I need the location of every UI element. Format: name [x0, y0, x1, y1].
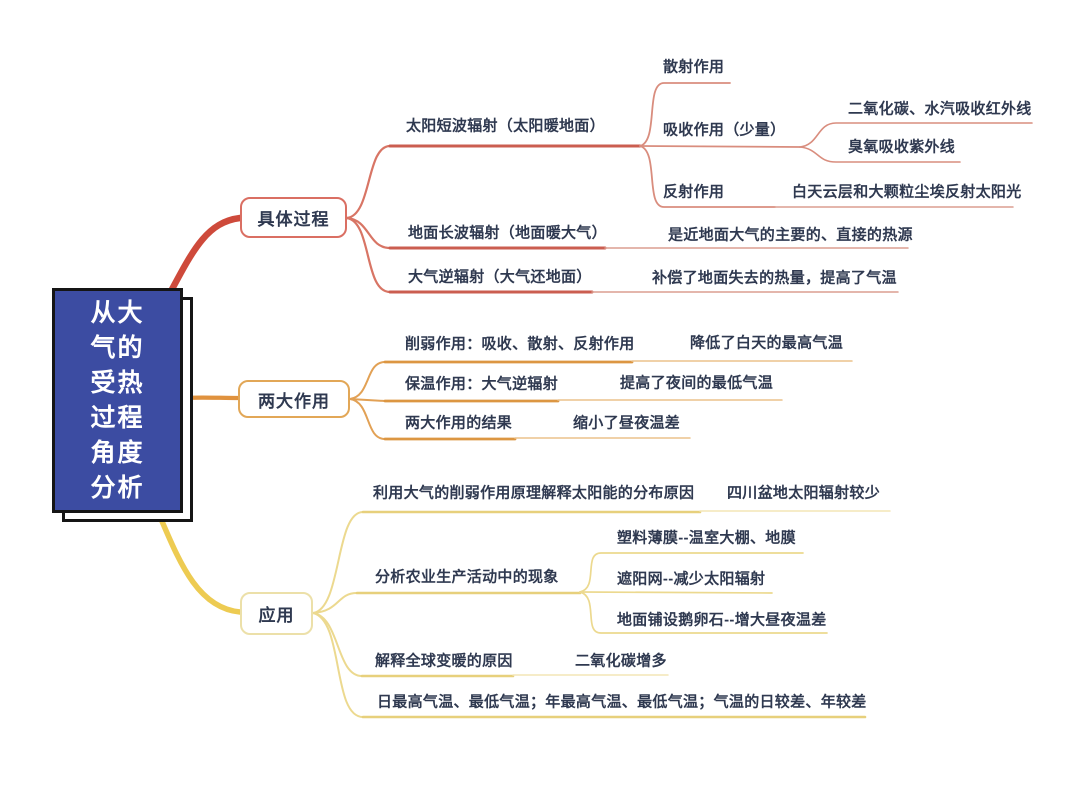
note-two-effects-result[interactable]: 缩小了昼夜温差 [573, 414, 681, 432]
topic-solar-energy-distribution[interactable]: 利用大气的削弱作用原理解释太阳能的分布原因 [373, 484, 695, 502]
connector-absorption-co2 [799, 122, 1033, 148]
topic-solar-shortwave-radiation[interactable]: 太阳短波辐射（太阳暖地面） [406, 117, 605, 135]
topic-insulation-effect[interactable]: 保温作用：大气逆辐射 [405, 375, 559, 393]
connector-effects-weakening [349, 361, 386, 400]
topic-absorption[interactable]: 吸收作用（少量） [663, 121, 786, 139]
note-co2-increase[interactable]: 二氧化碳增多 [575, 652, 667, 670]
connector-effects-insulation [349, 398, 386, 402]
branch-two-effects[interactable]: 两大作用 [238, 380, 350, 418]
note-insulation-effect[interactable]: 提高了夜间的最低气温 [620, 374, 774, 392]
branch-specific-process[interactable]: 具体过程 [240, 197, 347, 238]
connector-app-temperature [312, 612, 364, 718]
topic-global-warming[interactable]: 解释全球变暖的原因 [375, 652, 513, 670]
connector-app-solar-energy [312, 511, 364, 614]
connector-process-ground [345, 216, 392, 250]
topic-reflection[interactable]: 反射作用 [663, 183, 725, 201]
connector-agri-cobblestone [579, 591, 828, 634]
topic-agricultural-phenomena[interactable]: 分析农业生产活动中的现象 [375, 568, 559, 586]
note-sichuan-basin[interactable]: 四川盆地太阳辐射较少 [727, 484, 881, 502]
note-ground-heat-source[interactable]: 是近地面大气的主要的、直接的热源 [668, 226, 913, 244]
note-reflection-daytime-clouds[interactable]: 白天云层和大颗粒尘埃反射太阳光 [792, 183, 1022, 201]
connector-agri-film [579, 552, 804, 593]
connector-app-agriculture [312, 592, 358, 614]
topic-ozone-ultraviolet[interactable]: 臭氧吸收紫外线 [848, 138, 956, 156]
note-weakening-effect[interactable]: 降低了白天的最高气温 [690, 334, 844, 352]
connector-process-solar [345, 144, 392, 220]
connector-effects-result [349, 398, 386, 440]
topic-scattering[interactable]: 散射作用 [663, 58, 725, 76]
note-counter-radiation-compensation[interactable]: 补偿了地面失去的热量，提高了气温 [652, 269, 897, 287]
topic-co2-water-vapor-infrared[interactable]: 二氧化碳、水汽吸收红外线 [848, 100, 1032, 118]
topic-atmospheric-counter-radiation[interactable]: 大气逆辐射（大气还地面） [408, 268, 592, 286]
connector-agri-net [579, 591, 773, 594]
connector-solar-reflection [639, 145, 776, 208]
connector-central-application [155, 509, 243, 615]
topic-ground-longwave-radiation[interactable]: 地面长波辐射（地面暖大气） [408, 224, 607, 242]
connector-central-process [166, 214, 244, 297]
topic-weakening-effect[interactable]: 削弱作用：吸收、散射、反射作用 [405, 335, 635, 353]
connector-process-counter [345, 216, 392, 294]
topic-plastic-film[interactable]: 塑料薄膜--温室大棚、地膜 [617, 529, 796, 547]
topic-temperature-terms[interactable]: 日最高气温、最低气温；年最高气温、最低气温；气温的日较差、年较差 [377, 693, 867, 711]
topic-cobblestone[interactable]: 地面铺设鹅卵石--增大昼夜温差 [617, 611, 827, 629]
topic-shade-net[interactable]: 遮阳网--减少太阳辐射 [617, 570, 766, 588]
connector-absorption-ozone [799, 146, 961, 163]
topic-two-effects-result[interactable]: 两大作用的结果 [405, 414, 513, 432]
branch-application[interactable]: 应用 [240, 592, 313, 635]
connector-solar-scattering [639, 82, 731, 147]
connector-solar-absorption [639, 145, 801, 148]
central-topic[interactable]: 从大 气的 受热 过程 角度 分析 [52, 288, 183, 513]
